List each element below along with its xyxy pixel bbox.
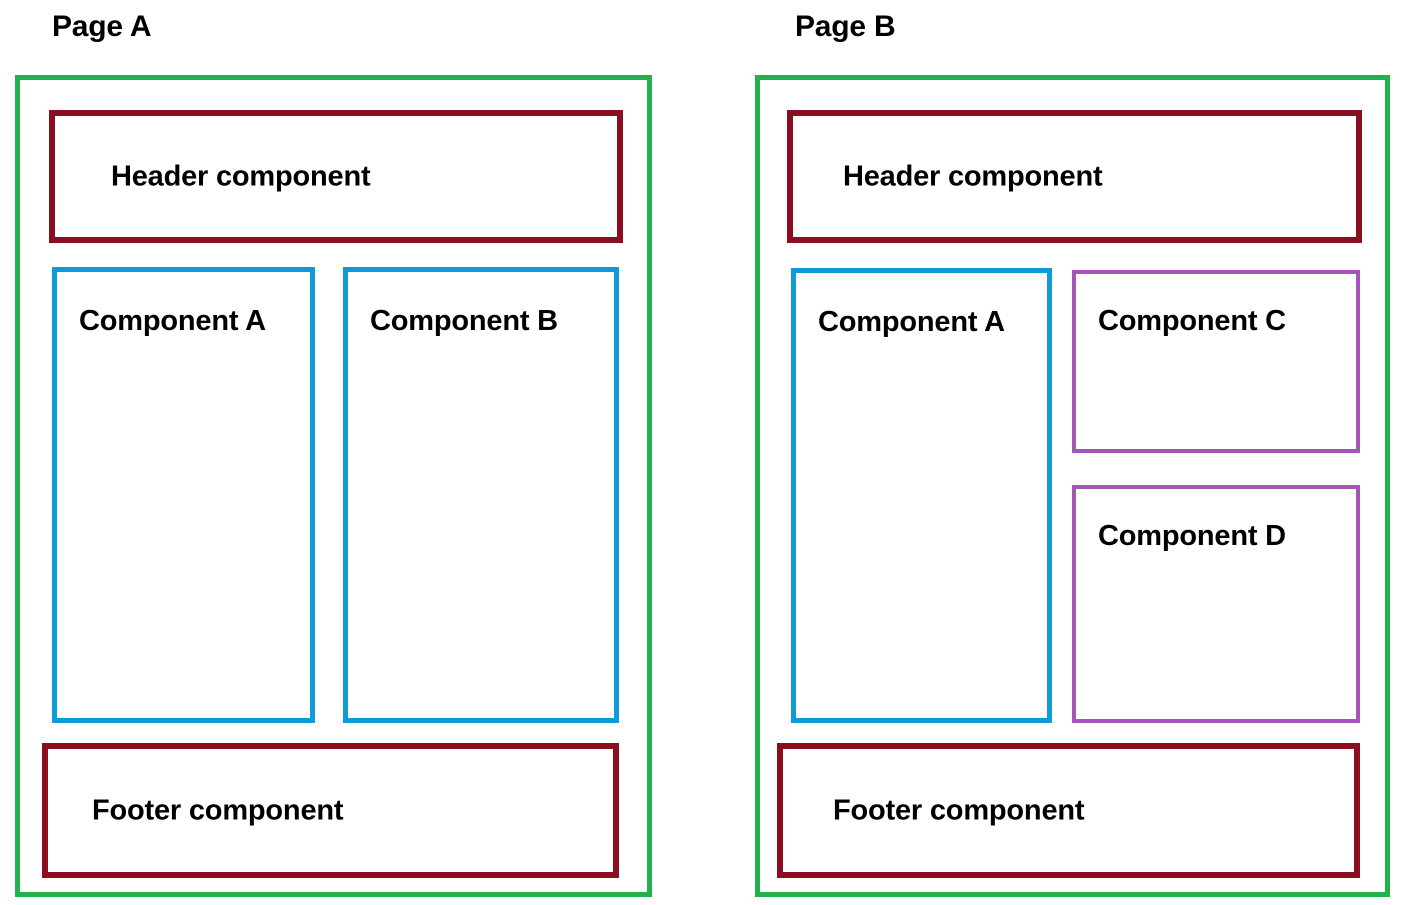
page-b-component-d[interactable]: Component D	[1072, 485, 1360, 723]
page-b-component-c-label: Component C	[1098, 305, 1286, 337]
page-a-component-a-label: Component A	[79, 305, 266, 337]
page-b-component-d-label: Component D	[1098, 520, 1286, 552]
page-b-footer-label: Footer component	[833, 793, 1085, 826]
page-a-component-b-label: Component B	[370, 305, 558, 337]
page-a-component-a[interactable]: Component A	[52, 267, 315, 723]
page-a-component-b[interactable]: Component B	[343, 267, 619, 723]
page-b-title: Page B	[795, 10, 896, 43]
page-a-footer-component[interactable]: Footer component	[42, 743, 619, 878]
page-b-header-label: Header component	[843, 159, 1103, 192]
page-b-component-a-label: Component A	[818, 306, 1005, 338]
page-b-component-a[interactable]: Component A	[791, 268, 1052, 723]
page-a-header-component[interactable]: Header component	[49, 110, 623, 243]
page-a-frame: Header component Component A Component B…	[15, 75, 652, 897]
page-b-frame: Header component Component A Component C…	[755, 75, 1390, 897]
page-a-footer-label: Footer component	[92, 793, 344, 826]
page-b-footer-component[interactable]: Footer component	[777, 743, 1360, 878]
page-a-header-label: Header component	[111, 159, 371, 192]
page-b-header-component[interactable]: Header component	[787, 110, 1362, 243]
page-b-component-c[interactable]: Component C	[1072, 270, 1360, 453]
page-a-title: Page A	[52, 10, 152, 43]
